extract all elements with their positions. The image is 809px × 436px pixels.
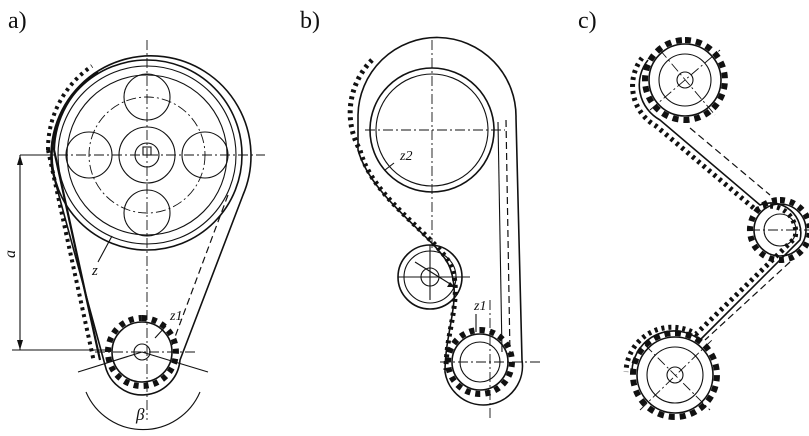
lightening-hole-right [181, 131, 229, 179]
c-bottom-sprocket-teeth [629, 330, 720, 420]
belt-teeth-left [45, 64, 96, 363]
belt-b-pitch-line [505, 119, 511, 356]
b-small-sprocket-hub [459, 341, 501, 383]
large-gear-label: z [91, 263, 98, 279]
c-belt-teeth [623, 56, 799, 373]
c-bottom-sprocket-hub [646, 346, 704, 404]
panel-b: b) z2 z1 [300, 8, 540, 420]
b-small-sprocket-teeth [444, 327, 515, 397]
c-bottom-sprocket-root [636, 336, 714, 414]
idler-adjust-arrowhead [447, 282, 455, 287]
b-large-gear-label: z2 [399, 149, 412, 164]
b-large-gear-inner [375, 73, 489, 187]
large-pulley-bore [134, 142, 160, 168]
idler-adjust-arrow-line [414, 261, 456, 288]
c-top-sprocket-hub [658, 53, 712, 107]
c-top-sprocket [641, 37, 728, 123]
b-small-sprocket-root [451, 333, 509, 391]
belt-outline [50, 55, 252, 396]
b-small-gear-label: z1 [473, 299, 486, 314]
wrap-angle-ray-right [141, 351, 209, 373]
small-sprocket-root [111, 321, 173, 383]
small-sprocket-teeth [104, 315, 179, 389]
small-sprocket [104, 315, 179, 389]
large-pulley-keyway [142, 146, 152, 156]
lightening-hole-left [65, 131, 113, 179]
lightening-hole-top [123, 73, 171, 121]
c-bottom-diagonal-centerline [639, 339, 713, 411]
panel-a-label: a) [8, 8, 27, 34]
b-large-gear-rim [369, 67, 495, 193]
belt-b-inner-line [497, 121, 503, 353]
idler-pulley [397, 244, 470, 310]
panel-c: c) [578, 8, 809, 420]
small-gear-label: z1 [169, 309, 182, 324]
c-bottom-sprocket-bore [666, 366, 684, 384]
bolt-circle [88, 96, 206, 214]
lightening-hole-bottom [123, 189, 171, 237]
c-top-sprocket-root [648, 43, 722, 117]
c-top-diagonal-centerline [649, 49, 721, 111]
small-sprocket-bore [133, 343, 151, 361]
c-belt-pitch [689, 127, 791, 341]
large-pulley-web [66, 74, 228, 236]
belt-b-teeth [347, 58, 458, 371]
c-top-diagonal-centerline-2 [659, 49, 716, 116]
b-large-gear-leader [384, 162, 395, 171]
c-bottom-diagonal-centerline-2 [644, 344, 711, 411]
small-gear-leader [154, 325, 167, 339]
panel-c-label: c) [578, 8, 597, 34]
center-distance-label: a [2, 250, 19, 258]
wrap-angle-label: β [135, 405, 145, 424]
panel-a: a) z z1 [2, 8, 265, 431]
c-belt-inner [631, 59, 802, 371]
b-small-sprocket [444, 327, 515, 397]
belt-pitch-line [171, 194, 229, 346]
large-gear-leader [97, 235, 113, 263]
panel-b-label: b) [300, 8, 320, 34]
wrap-angle-ray-left [77, 351, 143, 373]
c-top-sprocket-bore [676, 71, 694, 89]
large-pulley-inner-rim [57, 65, 237, 245]
c-bottom-sprocket [629, 330, 720, 420]
wrap-angle-arc [85, 391, 201, 431]
c-middle-sprocket-root [753, 203, 807, 257]
c-top-sprocket-teeth [641, 37, 728, 123]
large-pulley-hub [118, 126, 176, 184]
